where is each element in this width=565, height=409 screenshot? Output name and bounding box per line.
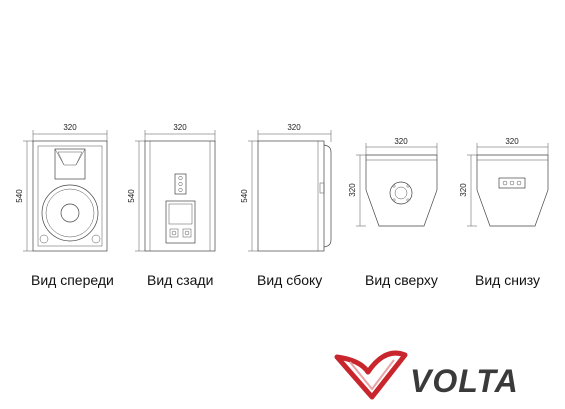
- front-height-label: 540: [15, 189, 24, 203]
- top-depth-label: 320: [348, 183, 357, 197]
- front-width-label: 320: [63, 123, 77, 132]
- volta-logo: VOLTA: [334, 350, 519, 400]
- logo-text: VOLTA: [410, 363, 519, 399]
- front-view-drawing: 320 540: [15, 123, 108, 252]
- back-width-label: 320: [173, 123, 187, 132]
- side-height-label: 540: [240, 189, 249, 203]
- caption-back-view: Вид сзади: [147, 272, 214, 288]
- side-view-drawing: 320 540: [240, 123, 332, 252]
- back-height-label: 540: [127, 189, 136, 203]
- bottom-width-label: 320: [505, 137, 519, 146]
- back-view-drawing: 320 540: [127, 123, 216, 252]
- caption-front-view: Вид спереди: [31, 272, 114, 288]
- caption-side-view: Вид сбоку: [257, 272, 323, 288]
- logo-swoosh: [334, 350, 408, 400]
- side-width-label: 320: [287, 123, 301, 132]
- top-width-label: 320: [394, 137, 408, 146]
- caption-bottom-view: Вид снизу: [475, 272, 541, 288]
- caption-top-view: Вид сверху: [365, 272, 438, 288]
- bottom-depth-label: 320: [459, 183, 468, 197]
- bottom-view-drawing: 320 320: [459, 137, 549, 227]
- top-view-drawing: 320 320: [348, 137, 438, 227]
